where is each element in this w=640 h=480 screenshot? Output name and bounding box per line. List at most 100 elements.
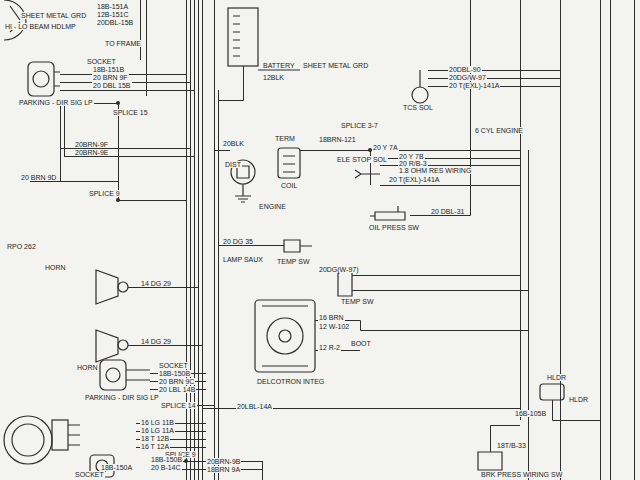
- harness-wire: [214, 150, 230, 151]
- wire-label: 16 BRN: [318, 314, 345, 321]
- horn-symbol: [96, 330, 118, 362]
- wire-label: 16 LG 11B: [140, 419, 175, 426]
- wire-label: 20DG(W-97): [318, 266, 360, 273]
- wire-label: 20 BRN 9C: [158, 378, 195, 385]
- wire-label: 20 Y 7A: [372, 144, 399, 151]
- splice-dot: [116, 198, 120, 202]
- wire-label: TO FRAME: [104, 40, 142, 47]
- wire-label: 12B-151C: [96, 11, 130, 18]
- alternator-symbol: [255, 300, 315, 372]
- wire-label: 14 DG 29: [140, 338, 172, 345]
- wire-label: 20 T(EXL)-141A: [388, 176, 440, 183]
- lamp-symbol: [54, 72, 60, 86]
- wire-label: SOCKET: [86, 58, 117, 65]
- wire-label: HORN: [44, 264, 67, 271]
- ignition-symbol: [283, 156, 295, 172]
- wire-label: 20 Y 7B: [398, 153, 425, 160]
- lamp-symbol: [4, 0, 26, 40]
- harness-wire: [60, 75, 194, 91]
- wire-label: 18BRN-121: [318, 136, 357, 143]
- wire-label: SHEET METAL GRD: [302, 62, 369, 69]
- wire-label: 12 W-102: [318, 323, 350, 330]
- wire-label: 18B-150B: [150, 456, 183, 463]
- wire-label: TERM: [274, 135, 296, 142]
- alternator-symbol: [267, 318, 303, 354]
- wire-label: HLDR: [546, 374, 567, 381]
- wire-label: TEMP SW: [340, 298, 375, 305]
- splice-dot: [116, 101, 372, 463]
- wire-label: SPLICE 15: [112, 109, 149, 116]
- lamp-symbol: [100, 360, 126, 390]
- wire-label: RPO 262: [6, 243, 37, 250]
- wire-label: 20 LBL 14B: [158, 386, 196, 393]
- battery-symbol: [228, 8, 258, 66]
- wire-label: 6 CYL ENGINE: [474, 127, 524, 134]
- wire-label: SOCKET: [158, 362, 189, 369]
- wire-label: SOCKET: [74, 471, 105, 478]
- switch-symbol: [370, 206, 405, 220]
- battery-symbol: [233, 16, 240, 56]
- wire-label: PARKING - DIR SIG LP: [18, 99, 94, 106]
- wire-label: 12BLK: [262, 74, 285, 81]
- wire-label: 20DBL-90: [448, 66, 482, 73]
- wire-label: PARKING - DIR SIG LP: [84, 394, 160, 401]
- horn-symbol: [118, 340, 128, 350]
- wire-label: COIL: [280, 182, 298, 189]
- wire-label: BOOT: [350, 340, 372, 347]
- wire-label: 20BRN-9E: [74, 149, 109, 156]
- wire-label: 20 DBL-31: [430, 208, 465, 215]
- wire-label: 18B-150A: [100, 464, 133, 471]
- ignition-symbol: [278, 148, 300, 178]
- wire-label: 18B-150B: [158, 370, 191, 377]
- switch-symbol: [540, 384, 564, 400]
- wire-label: 20 BRN 9D: [20, 174, 57, 181]
- harness-wire: [30, 181, 118, 182]
- wire-label: 16B-105B: [514, 410, 547, 417]
- harness-wire: [30, 0, 635, 480]
- switch-symbol: [284, 70, 564, 470]
- wire-label: 18T/B-33: [496, 442, 527, 449]
- wire-label: 20BLK: [222, 140, 245, 147]
- wire-label: 16 T 12A: [140, 443, 170, 450]
- wire-label: OIL PRESS SW: [368, 224, 420, 231]
- wire-label: 20BRN-9B: [206, 458, 241, 465]
- wire-label: 1.8 OHM RES WIRING: [398, 167, 472, 174]
- wire-label: 18B-151B: [92, 66, 125, 73]
- harness-wire: [218, 66, 244, 101]
- wire-label: 20 T(EXL)-141A: [448, 82, 500, 89]
- wire-label: 20DG/W-97: [448, 74, 487, 81]
- wire-label: 20LBL-14A: [236, 403, 273, 410]
- splice-dot: [116, 101, 120, 105]
- alternator-symbol: [262, 306, 308, 366]
- lamp-symbol: [12, 424, 44, 456]
- wire-label: SPLICE 9: [88, 190, 121, 197]
- wire-label: BRK PRESS WIRING SW: [480, 471, 563, 478]
- alternator-symbol: [279, 330, 291, 342]
- wire-label: 20 B-14C: [150, 464, 182, 471]
- wire-label: 18B-151A: [96, 3, 129, 10]
- wire-label: 14 DG 29: [140, 280, 172, 287]
- wire-label: HI - LO BEAM HDLMP: [4, 23, 77, 30]
- harness-wire: [60, 100, 194, 181]
- horn-symbol: [96, 270, 128, 362]
- wire-label: HLDR: [568, 396, 589, 403]
- wire-label: SPLICE 14: [160, 402, 197, 409]
- wire-label: HORN: [76, 364, 99, 371]
- alternator-symbol: [255, 300, 315, 372]
- switch-symbol: [284, 240, 312, 252]
- wire-label: 20 DBL 15B: [92, 82, 132, 89]
- wire-label: SHEET METAL GRD: [20, 12, 87, 19]
- harness-wire: [128, 288, 202, 346]
- lamp-symbol: [4, 416, 52, 464]
- switch-symbol: [412, 87, 428, 103]
- wire-label: DELCOTRON INTEG: [256, 378, 325, 385]
- harness-wire: [141, 0, 147, 96]
- lamp-symbol: [126, 370, 150, 380]
- wire-label: SPLICE 3-7: [340, 122, 379, 129]
- switch-symbol: [338, 270, 352, 296]
- harness-wire: [300, 150, 520, 186]
- wire-label: 20 BRN 9F: [92, 74, 129, 81]
- battery-symbol: [258, 69, 300, 70]
- battery-symbol: [228, 8, 300, 70]
